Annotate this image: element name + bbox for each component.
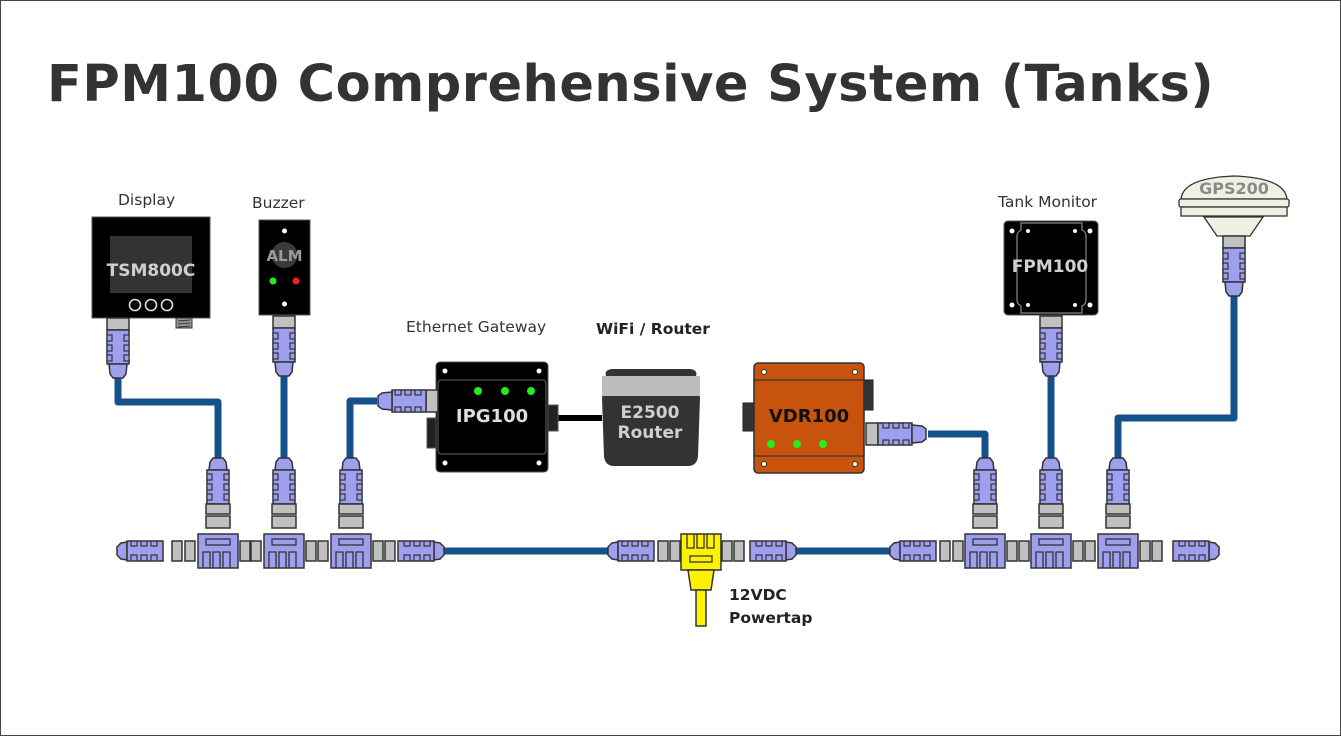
display-device[interactable]: TSM800C — [91, 216, 211, 329]
gps-drop-cable — [1114, 292, 1238, 460]
coupler — [721, 540, 733, 562]
drop-connector — [1105, 457, 1131, 529]
gateway-drop-cable — [346, 397, 377, 460]
buzzer-device[interactable]: ALM — [258, 219, 311, 316]
page-title: FPM100 Comprehensive System (Tanks) — [47, 55, 1215, 114]
vdr-led — [819, 440, 827, 448]
coupler — [384, 540, 396, 562]
tee-connector — [263, 533, 305, 569]
coupler — [171, 540, 183, 562]
display-connector — [106, 317, 130, 379]
terminator-right-end — [1172, 540, 1220, 562]
backbone-connector — [397, 540, 445, 562]
tank-monitor-connector — [1039, 315, 1063, 377]
backbone-connector — [749, 540, 797, 562]
display-label: Display — [118, 191, 176, 209]
tee-connector — [1097, 533, 1139, 569]
tank-monitor-device[interactable]: FPM100 — [1003, 220, 1099, 316]
display-buttons — [128, 298, 174, 312]
gateway-led — [527, 387, 535, 395]
powertap — [607, 533, 797, 627]
coupler — [1151, 540, 1163, 562]
gateway-led — [501, 387, 509, 395]
buzzer-label: Buzzer — [252, 194, 305, 212]
buzzer-led-red — [292, 277, 300, 285]
tank-monitor-model: FPM100 — [1012, 257, 1089, 277]
coupler — [939, 540, 951, 562]
backbone-connector — [607, 540, 655, 562]
display-model: TSM800C — [107, 261, 196, 281]
coupler — [239, 540, 251, 562]
gps-connector — [1222, 235, 1246, 297]
drop-connector — [338, 457, 364, 529]
coupler — [733, 540, 745, 562]
drop-connector — [1038, 457, 1064, 529]
router-label: Router — [618, 423, 684, 443]
coupler — [317, 540, 329, 562]
coupler — [669, 540, 681, 562]
vdr-connector — [865, 422, 927, 446]
vdr-model: VDR100 — [769, 406, 849, 427]
coupler — [657, 540, 669, 562]
coupler — [1084, 540, 1096, 562]
coupler — [1139, 540, 1151, 562]
gateway-device[interactable]: IPG100 — [426, 361, 559, 473]
backbone-left — [116, 457, 445, 569]
vdr-led — [793, 440, 801, 448]
power-cable — [695, 589, 707, 627]
tank-monitor-label: Tank Monitor — [998, 193, 1098, 211]
gateway-model: IPG100 — [456, 406, 528, 427]
coupler — [250, 540, 262, 562]
powertap-label-voltage: 12VDC — [729, 586, 787, 604]
drop-connector — [972, 457, 998, 529]
gps-device[interactable]: GPS200 — [1178, 175, 1290, 237]
tee-connector — [330, 533, 372, 569]
vdr-device[interactable]: VDR100 — [742, 362, 874, 474]
buzzer-connector — [272, 315, 296, 377]
gps-model: GPS200 — [1199, 179, 1269, 198]
coupler — [184, 540, 196, 562]
wifi-router-label: WiFi / Router — [596, 320, 710, 338]
buzzer-led-green — [269, 277, 277, 285]
coupler — [952, 540, 964, 562]
drop-connector — [271, 457, 297, 529]
coupler — [1006, 540, 1018, 562]
gateway-led — [474, 387, 482, 395]
cables — [114, 292, 1238, 555]
backbone-right — [889, 457, 1220, 569]
buzzer-model: ALM — [266, 247, 302, 265]
display-screen — [110, 236, 192, 293]
display-drop-cable — [114, 376, 222, 460]
display-power-port — [175, 317, 193, 329]
backbone-connector — [889, 540, 937, 562]
terminator-left-end — [116, 540, 164, 562]
powertap-label-name: Powertap — [729, 609, 813, 627]
coupler — [1072, 540, 1084, 562]
vdr-led — [767, 440, 775, 448]
router-model: E2500 — [621, 403, 680, 423]
coupler — [1018, 540, 1030, 562]
drop-connector — [205, 457, 231, 529]
coupler — [372, 540, 384, 562]
tee-connector — [964, 533, 1006, 569]
router-device[interactable]: E2500 Router — [602, 369, 700, 466]
vdr-drop-cable — [928, 430, 989, 460]
display-button[interactable] — [160, 298, 174, 312]
buzzer-speaker — [271, 242, 298, 268]
ethernet-gateway-label: Ethernet Gateway — [406, 318, 547, 336]
coupler — [305, 540, 317, 562]
display-button[interactable] — [144, 298, 158, 312]
tee-connector — [197, 533, 239, 569]
router-band — [602, 376, 700, 396]
gateway-connector — [377, 389, 439, 413]
tee-connector — [1030, 533, 1072, 569]
display-button[interactable] — [128, 298, 142, 312]
